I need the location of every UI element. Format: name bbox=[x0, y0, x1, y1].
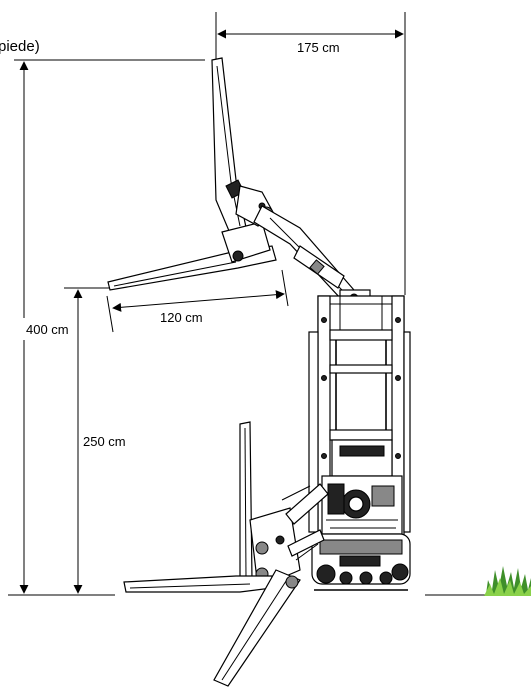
height-max-label: 400 cm bbox=[26, 322, 69, 337]
top-note: piede) bbox=[0, 38, 40, 55]
height-platform-label: 250 cm bbox=[83, 434, 126, 449]
fork-length-label: 120 cm bbox=[160, 310, 203, 325]
raised-attachment bbox=[107, 57, 277, 291]
height-platform-dimension: 250 cm bbox=[64, 287, 126, 594]
lift-mast bbox=[308, 295, 411, 537]
grass-tuft bbox=[484, 566, 531, 596]
engine-block bbox=[321, 439, 403, 535]
fork-length-dimension: 120 cm bbox=[106, 269, 289, 333]
width-label: 175 cm bbox=[297, 40, 340, 55]
height-max-dimension: 400 cm bbox=[19, 61, 82, 594]
lowered-attachment bbox=[123, 421, 329, 687]
track-undercarriage bbox=[311, 533, 411, 591]
width-dimension: 175 cm bbox=[215, 12, 406, 295]
